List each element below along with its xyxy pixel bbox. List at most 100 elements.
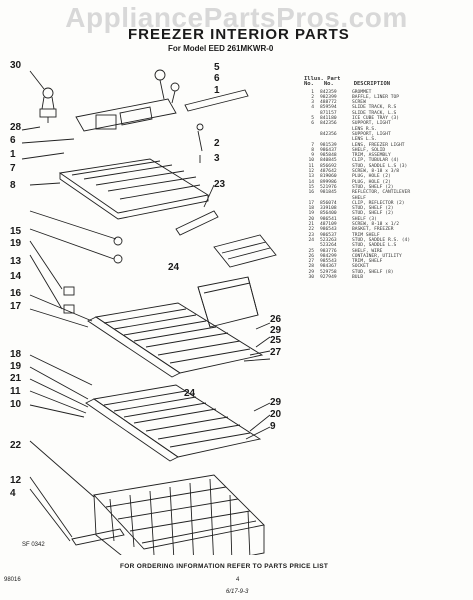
part-description: BULB xyxy=(352,274,364,280)
part-description: SCREW xyxy=(352,100,366,106)
header-description: DESCRIPTION xyxy=(353,81,391,88)
part-number: 981845 xyxy=(320,190,337,196)
page-title: FREEZER INTERIOR PARTS xyxy=(128,26,350,43)
part-description: TRIM, SHELF xyxy=(352,259,383,265)
callout-25: 25 xyxy=(270,335,282,346)
part-description: LENS R.S. xyxy=(352,126,377,132)
part-number: 986541 xyxy=(320,216,337,222)
callout-30: 30 xyxy=(10,60,22,71)
page-number: 4 xyxy=(236,577,240,583)
light-housing-illustration xyxy=(75,69,180,132)
part-description: CLIP, TUBULAR (4) xyxy=(352,158,400,164)
part-number: 842359 xyxy=(320,89,337,95)
part-number: 856074 xyxy=(320,200,337,206)
part-number: 986543 xyxy=(320,227,337,233)
part-key: 14 xyxy=(308,179,314,185)
part-description: SLIDE TRACK, R.S xyxy=(352,105,397,111)
part-number: 899986 xyxy=(320,179,337,185)
callout-2: 2 xyxy=(214,138,220,149)
part-number: 856400 xyxy=(320,211,337,217)
part-key: 21 xyxy=(308,222,314,228)
part-key: 22 xyxy=(308,227,314,233)
part-number: 871157 xyxy=(320,110,337,116)
solid-shelf-illustration xyxy=(58,158,210,220)
part-number: 487109 xyxy=(320,222,337,228)
callout-29: 29 xyxy=(270,397,282,408)
part-description: SCREW, 8-18 x 3/8 xyxy=(352,169,400,175)
part-description: STUD, SHELF (2) xyxy=(352,184,394,190)
part-number: 984299 xyxy=(320,253,337,259)
part-key: 11 xyxy=(308,163,314,169)
part-key: 5 xyxy=(311,116,314,122)
part-key: 6 xyxy=(311,121,314,127)
bulb-illustration xyxy=(39,87,57,123)
callout-27: 27 xyxy=(270,347,282,358)
part-description: GROMMET xyxy=(352,89,372,95)
part-description: SHELF, SOLID xyxy=(352,147,386,153)
part-key: 17 xyxy=(308,200,314,206)
callout-24: 24 xyxy=(168,262,180,273)
exploded-diagram xyxy=(21,69,277,555)
part-description: STUD, SADDLE R.S. (4) xyxy=(352,237,411,243)
part-number: 523264 xyxy=(320,243,337,249)
part-number: 523263 xyxy=(320,237,337,243)
callout-10: 10 xyxy=(10,399,22,410)
part-key: 25 xyxy=(308,248,314,254)
part-description: BASKET, FREEZER xyxy=(352,227,394,233)
callout-23: 23 xyxy=(214,179,226,190)
part-description: SUPPORT, LIGHT xyxy=(352,131,391,137)
freezer-basket-illustration xyxy=(93,474,265,555)
slide-track-illustration xyxy=(71,528,125,546)
part-description: REFLECTOR, CANTILEVER xyxy=(352,190,411,196)
header-no: No. xyxy=(304,81,314,88)
callout-21: 21 xyxy=(10,373,22,384)
part-description: TRIM, ASSEMBLY xyxy=(352,153,391,159)
parts-row: SHELF xyxy=(304,196,470,201)
part-key: 23 xyxy=(308,232,314,238)
part-description: TRIM SHELF xyxy=(352,232,380,238)
part-number: 927949 xyxy=(320,274,337,280)
part-key: 2 xyxy=(311,94,314,100)
wire-shelf-lower-illustration xyxy=(85,384,262,462)
part-number: 985848 xyxy=(320,153,337,159)
callout-24: 24 xyxy=(184,388,196,399)
part-number: 856692 xyxy=(320,163,337,169)
callout-13: 13 xyxy=(10,256,22,267)
part-description: CLIP, REFLECTOR (2) xyxy=(352,200,405,206)
part-key: 9 xyxy=(311,153,314,159)
part-description: SHELF, WIRE xyxy=(352,248,383,254)
part-number: 842356 xyxy=(320,121,337,127)
part-key: 20 xyxy=(308,216,314,222)
parts-row: 22 986543 BASKET, FREEZER xyxy=(304,227,470,232)
part-key: 18 xyxy=(308,206,314,212)
part-number: 985543 xyxy=(320,259,337,265)
callout-17: 17 xyxy=(10,301,22,312)
header-part-no: No. xyxy=(323,81,334,88)
part-number: 984367 xyxy=(320,264,337,270)
part-key: 26 xyxy=(308,253,314,259)
callout-6: 6 xyxy=(214,73,220,84)
part-key: 16 xyxy=(308,190,314,196)
part-number: 339108 xyxy=(320,206,337,212)
parts-row: 17 856074 CLIP, REFLECTOR (2) xyxy=(304,201,470,206)
callout-8: 8 xyxy=(10,180,16,191)
callout-28: 28 xyxy=(10,122,22,133)
callout-16: 16 xyxy=(10,288,22,299)
part-key: 24 xyxy=(308,237,314,243)
part-description: PLUG, HOLE (2) xyxy=(352,174,391,180)
